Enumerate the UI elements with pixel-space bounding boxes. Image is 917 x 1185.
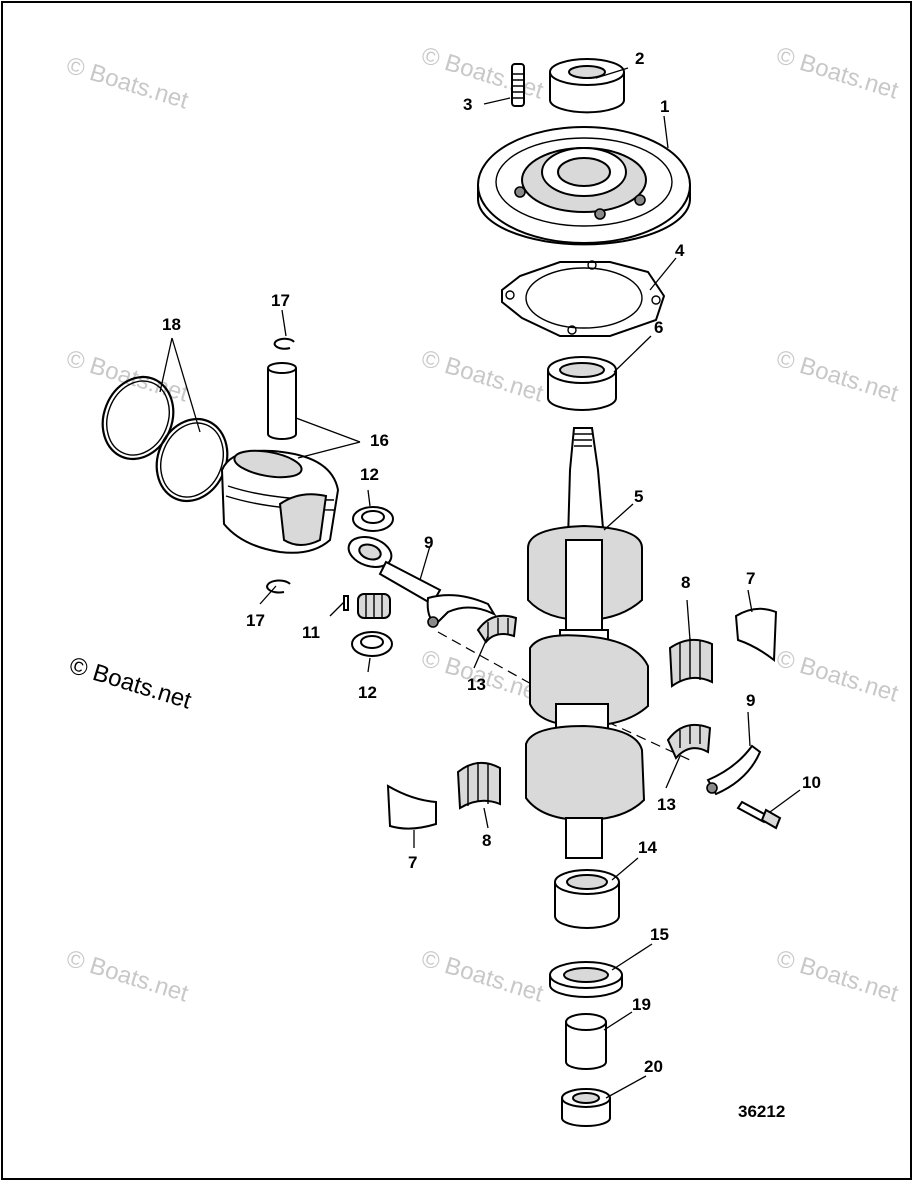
part-main-bearing-cage-right[interactable] (668, 638, 713, 688)
callout-8: 8 (482, 831, 491, 850)
part-bearing-shell-left[interactable] (386, 784, 437, 830)
watermark-text: © Boats.net (418, 42, 546, 105)
part-needle-bearing-lower[interactable] (554, 869, 620, 929)
part-rod-bearing-upper[interactable] (476, 614, 518, 644)
part-rod-bearing-lower[interactable] (666, 724, 712, 760)
callout-7: 7 (746, 569, 755, 588)
callout-3: 3 (463, 95, 472, 114)
callout-9: 9 (746, 691, 755, 710)
leader-lines (159, 67, 801, 1099)
watermark-text: © Boats.net (773, 645, 901, 708)
callout-8: 8 (681, 573, 690, 592)
watermark-text: © Boats.net (773, 345, 901, 408)
part-circlip-upper[interactable] (273, 337, 295, 350)
part-thrust-washer-upper[interactable] (352, 506, 394, 532)
part-screw[interactable] (511, 63, 525, 107)
callout-6: 6 (654, 318, 663, 337)
watermark-text: © Boats.net (63, 345, 191, 408)
callout-1: 1 (660, 97, 669, 116)
callout-17: 17 (246, 611, 265, 630)
callout-11: 11 (302, 623, 320, 642)
part-ball-bearing[interactable] (549, 961, 623, 998)
part-cap-bolt[interactable] (736, 800, 782, 830)
callout-17: 17 (271, 291, 290, 310)
part-bearing-shell-right[interactable] (734, 607, 778, 662)
watermark-text: © Boats.net (773, 945, 901, 1008)
part-piston[interactable] (220, 446, 340, 554)
callout-12: 12 (358, 683, 377, 702)
part-connecting-rod-cap[interactable] (706, 744, 762, 796)
callout-14: 14 (638, 838, 657, 857)
callout-labels: 2 3 1 4 6 5 8 7 9 9 10 11 12 12 13 13 14… (162, 49, 821, 1076)
callout-7: 7 (408, 853, 417, 872)
figure-number: 36212 (738, 1102, 785, 1121)
part-crankshaft[interactable] (525, 427, 649, 859)
callout-18: 18 (162, 315, 181, 334)
part-needle-bearing-small[interactable] (343, 593, 391, 619)
watermark-text: © Boats.net (418, 345, 546, 408)
callout-15: 15 (650, 925, 669, 944)
part-sleeve[interactable] (565, 1013, 607, 1070)
watermark-text: © Boats.net (773, 42, 901, 105)
callout-10: 10 (802, 773, 821, 792)
callout-19: 19 (632, 995, 651, 1014)
watermark-text: © Boats.net (418, 945, 546, 1008)
watermark-text: © Boats.net (63, 945, 191, 1008)
callout-5: 5 (634, 487, 643, 506)
callout-4: 4 (675, 241, 685, 260)
callout-9: 9 (424, 533, 433, 552)
part-lower-bearing[interactable] (561, 1088, 611, 1127)
watermark-text: © Boats.net (63, 52, 191, 115)
part-main-bearing-cage-left[interactable] (456, 761, 501, 810)
callout-16: 16 (370, 431, 389, 450)
part-piston-rings[interactable] (91, 366, 240, 511)
part-seal[interactable] (549, 58, 625, 114)
part-end-cap[interactable] (477, 126, 691, 246)
credit-text: © Boats.net (66, 652, 194, 715)
callout-12: 12 (360, 465, 379, 484)
part-gasket[interactable] (501, 260, 666, 337)
callout-13: 13 (657, 795, 676, 814)
callout-2: 2 (635, 49, 644, 68)
part-circlip-lower[interactable] (266, 579, 291, 594)
part-piston-pin[interactable] (267, 362, 297, 440)
callout-13: 13 (467, 675, 486, 694)
part-upper-bearing[interactable] (547, 356, 617, 411)
part-connecting-rod[interactable] (345, 532, 497, 628)
callout-20: 20 (644, 1057, 663, 1076)
part-thrust-washer-lower[interactable] (351, 631, 393, 657)
